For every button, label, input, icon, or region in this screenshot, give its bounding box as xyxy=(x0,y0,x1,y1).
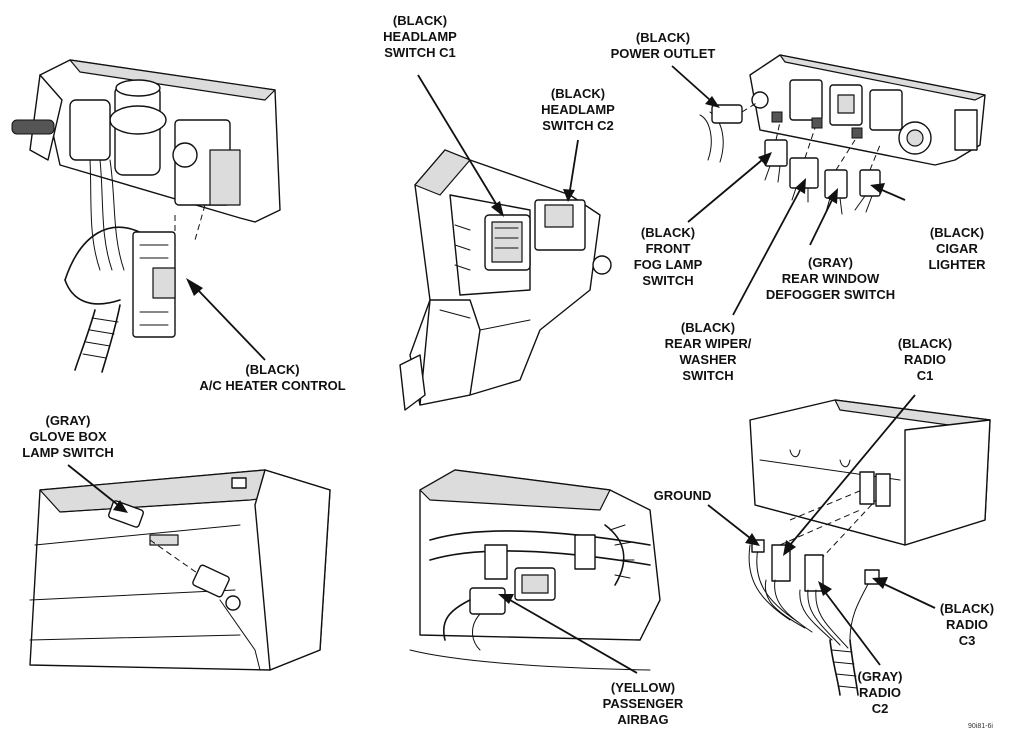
figure-code: 90i81-6i xyxy=(968,723,993,730)
label-passenger-airbag: (YELLOW) PASSENGER AIRBAG xyxy=(602,680,684,727)
label-glove-box-lamp-switch: (GRAY) GLOVE BOX LAMP SWITCH xyxy=(22,413,114,460)
glove-box-assembly xyxy=(29,464,331,671)
label-rear-window-defogger-switch: (GRAY) REAR WINDOW DEFOGGER SWITCH xyxy=(765,255,896,302)
label-power-outlet: (BLACK) POWER OUTLET xyxy=(610,30,716,61)
label-rear-wiper-washer-switch: (BLACK) REAR WIPER/ WASHER SWITCH xyxy=(664,320,752,383)
label-radio-c2: (GRAY) RADIO C2 xyxy=(857,669,903,716)
label-radio-c3: (BLACK) RADIO C3 xyxy=(939,601,995,648)
switch-panel-assembly xyxy=(671,54,986,316)
label-headlamp-switch-c1: (BLACK) HEADLAMP SWITCH C1 xyxy=(383,13,457,60)
label-radio-c1: (BLACK) RADIO C1 xyxy=(897,336,953,383)
radio-assembly xyxy=(707,394,991,696)
label-ac-heater-control: (BLACK) A/C HEATER CONTROL xyxy=(199,362,346,393)
headlamp-switch-assembly xyxy=(399,74,612,411)
passenger-airbag-assembly xyxy=(409,469,661,674)
label-front-fog-lamp-switch: (BLACK) FRONT FOG LAMP SWITCH xyxy=(633,225,703,288)
label-headlamp-switch-c2: (BLACK) HEADLAMP SWITCH C2 xyxy=(541,86,615,133)
ac-heater-control-assembly xyxy=(11,59,281,373)
label-cigar-lighter: (BLACK) CIGAR LIGHTER xyxy=(928,225,986,272)
label-ground: GROUND xyxy=(653,488,712,503)
